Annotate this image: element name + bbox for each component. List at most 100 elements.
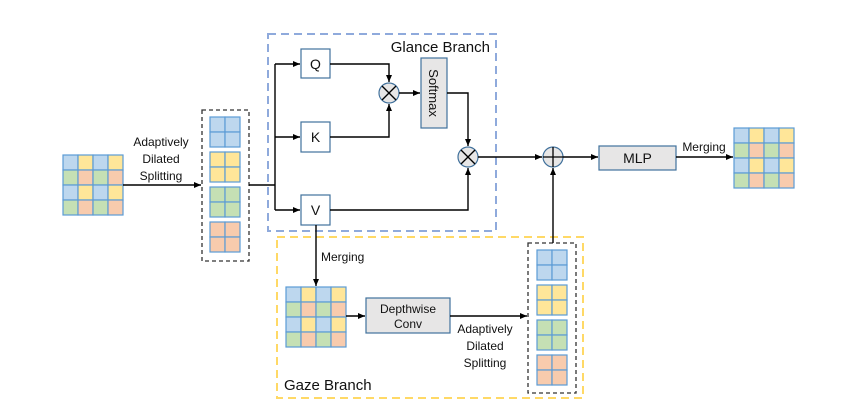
- token-cell-yellow: [748, 127, 765, 144]
- gaze-split-label-line2: Dilated: [466, 339, 503, 353]
- depthwise-conv-box: [365, 297, 451, 334]
- token-cell-orange: [107, 169, 124, 186]
- mlp-label: MLP: [623, 150, 652, 166]
- split-group-cell-yellow: [209, 151, 226, 168]
- split-group-cell-orange: [536, 354, 553, 371]
- gaze-split-group-box: [527, 242, 577, 394]
- output-merging-label: Merging: [682, 140, 725, 154]
- token-cell-orange: [748, 172, 765, 189]
- k-box: [300, 121, 331, 153]
- softmax-label: Softmax: [426, 69, 441, 117]
- token-cell-yellow: [330, 286, 347, 303]
- token-cell-orange: [330, 331, 347, 348]
- split-group-cell-orange: [209, 236, 226, 253]
- token-cell-orange: [300, 301, 317, 318]
- split-group-cell-orange: [224, 236, 241, 253]
- gaze-merged-grid: [285, 286, 347, 348]
- token-cell-blue: [763, 127, 780, 144]
- token-cell-green: [285, 331, 302, 348]
- multiply-icon-attn-v: [457, 146, 479, 168]
- input-split-label-line1: Adaptively: [133, 135, 188, 149]
- token-cell-yellow: [107, 184, 124, 201]
- token-cell-green: [62, 199, 79, 216]
- split-group-cell-yellow: [224, 166, 241, 183]
- token-cell-blue: [92, 184, 109, 201]
- mlp-box: [598, 145, 677, 171]
- token-cell-green: [733, 142, 750, 159]
- token-cell-orange: [300, 331, 317, 348]
- glance-branch-label: Glance Branch: [391, 39, 490, 56]
- token-cell-orange: [107, 199, 124, 216]
- token-cell-blue: [315, 316, 332, 333]
- split-group-cell-yellow: [536, 284, 553, 301]
- split-group-cell-orange: [209, 221, 226, 238]
- token-cell-blue: [285, 286, 302, 303]
- token-cell-blue: [62, 154, 79, 171]
- split-group-cell-yellow: [551, 284, 568, 301]
- token-cell-orange: [778, 172, 795, 189]
- split-group-cell-yellow: [224, 151, 241, 168]
- token-cell-orange: [77, 169, 94, 186]
- token-cell-yellow: [107, 154, 124, 171]
- split-group-cell-blue: [209, 116, 226, 133]
- glance-branch-container: [267, 33, 497, 232]
- split-group-cell-green: [551, 334, 568, 351]
- split-group-cell-blue: [551, 249, 568, 266]
- input-split-label-line3: Splitting: [140, 169, 183, 183]
- token-cell-yellow: [748, 157, 765, 174]
- token-cell-yellow: [300, 316, 317, 333]
- input-split-label-line2: Dilated: [142, 152, 179, 166]
- output-token-grid: [733, 127, 795, 189]
- split-group-cell-green: [209, 201, 226, 218]
- token-cell-green: [763, 172, 780, 189]
- split-group-cell-orange: [224, 221, 241, 238]
- split-group-cell-green: [224, 201, 241, 218]
- token-cell-orange: [330, 301, 347, 318]
- arrow-k-to-multiply: [330, 104, 392, 138]
- token-cell-yellow: [330, 316, 347, 333]
- token-cell-blue: [733, 127, 750, 144]
- token-cell-yellow: [300, 286, 317, 303]
- split-group-cell-yellow: [209, 166, 226, 183]
- split-group-cell-blue: [209, 131, 226, 148]
- arrow-q-to-multiply: [330, 63, 392, 82]
- split-group-cell-blue: [551, 264, 568, 281]
- split-group-cell-green: [536, 334, 553, 351]
- token-cell-yellow: [778, 127, 795, 144]
- split-group-cell-green: [551, 319, 568, 336]
- v-label: V: [311, 202, 321, 218]
- split-group-cell-yellow: [536, 299, 553, 316]
- token-cell-green: [315, 331, 332, 348]
- input-split-groups: [209, 116, 241, 253]
- split-group-cell-blue: [224, 116, 241, 133]
- depthwise-label-line2: Conv: [394, 317, 422, 331]
- token-cell-blue: [285, 316, 302, 333]
- gaze-split-label-line1: Adaptively: [457, 322, 512, 336]
- token-cell-yellow: [778, 157, 795, 174]
- token-cell-blue: [733, 157, 750, 174]
- split-group-cell-orange: [536, 369, 553, 386]
- token-cell-blue: [315, 286, 332, 303]
- split-group-cell-yellow: [551, 299, 568, 316]
- token-cell-green: [62, 169, 79, 186]
- gaze-split-groups: [536, 249, 568, 386]
- token-cell-green: [315, 301, 332, 318]
- arrow-v-to-multiply: [330, 168, 471, 211]
- token-cell-green: [285, 301, 302, 318]
- token-cell-green: [92, 169, 109, 186]
- token-cell-green: [92, 199, 109, 216]
- token-cell-orange: [748, 142, 765, 159]
- add-icon: [542, 146, 564, 168]
- token-cell-blue: [92, 154, 109, 171]
- input-token-grid: [62, 154, 124, 216]
- split-group-cell-blue: [536, 249, 553, 266]
- token-cell-blue: [763, 157, 780, 174]
- split-group-cell-green: [536, 319, 553, 336]
- token-cell-green: [733, 172, 750, 189]
- token-cell-yellow: [77, 154, 94, 171]
- q-label: Q: [310, 56, 321, 72]
- split-group-cell-orange: [551, 369, 568, 386]
- gaze-split-label-line3: Splitting: [464, 356, 507, 370]
- token-cell-green: [763, 142, 780, 159]
